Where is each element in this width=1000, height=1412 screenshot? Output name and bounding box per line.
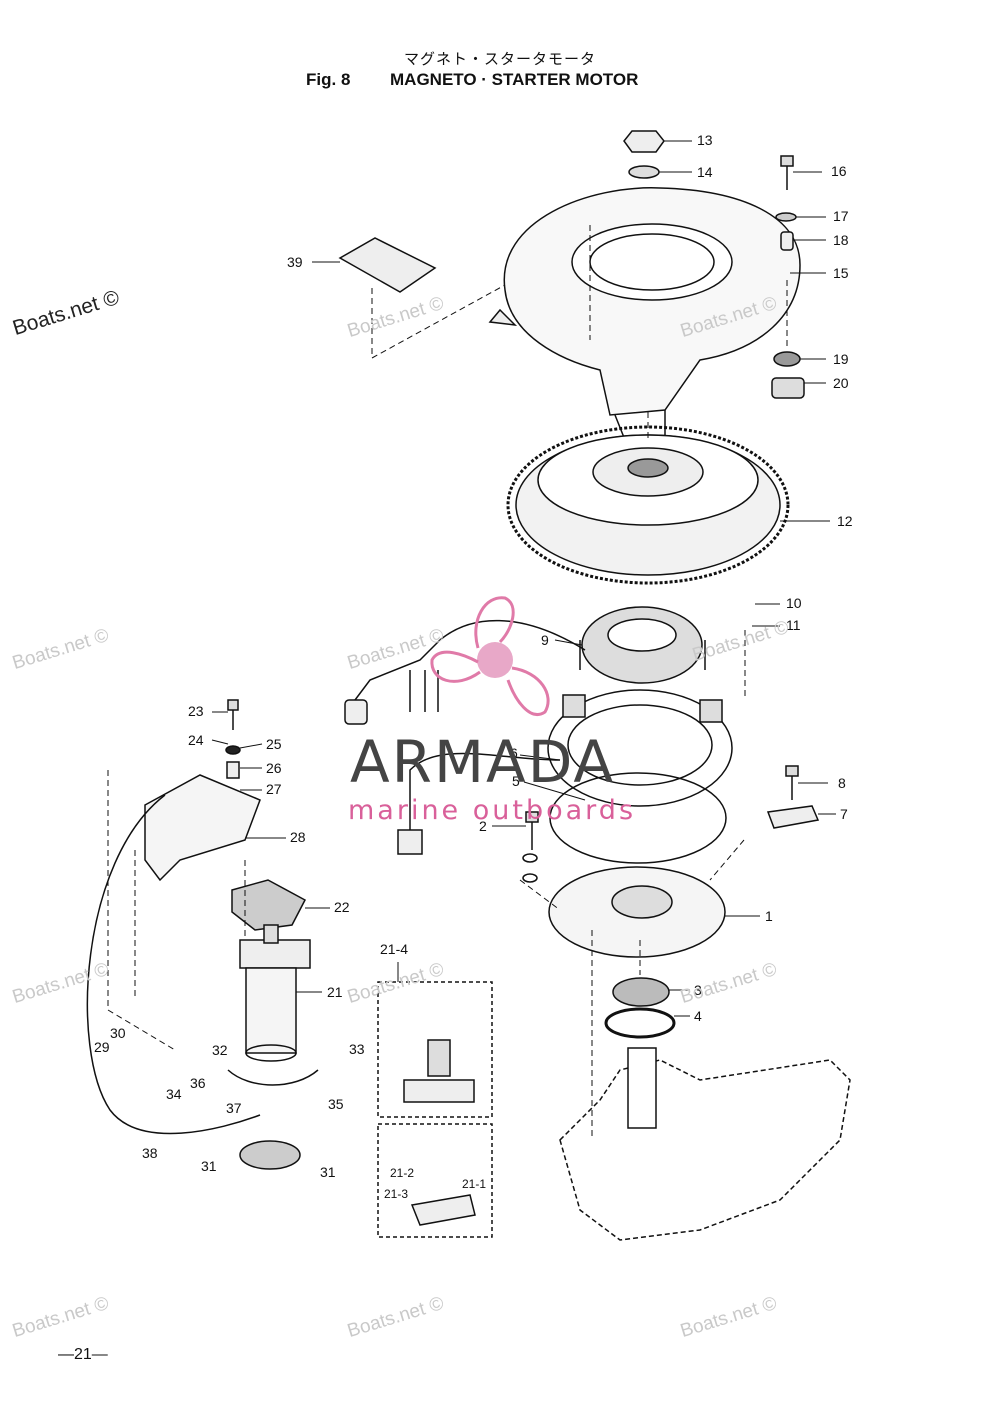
callout-8: 8 <box>838 775 846 791</box>
callout-36: 36 <box>190 1075 206 1091</box>
callout-15: 15 <box>833 265 849 281</box>
callout-2: 2 <box>479 818 487 834</box>
part-pulser-ring <box>547 689 733 807</box>
callout-29: 29 <box>94 1039 110 1055</box>
callout-20: 20 <box>833 375 849 391</box>
stator-wire-harness <box>354 619 586 701</box>
page-number: —21— <box>58 1346 108 1363</box>
callout-26: 26 <box>266 760 282 776</box>
callout-25: 25 <box>266 736 282 752</box>
detail-box-pinion <box>377 981 493 1118</box>
part-clamp-band <box>227 1069 319 1086</box>
callout-39: 39 <box>287 254 303 270</box>
callout-17: 17 <box>833 208 849 224</box>
callout-21: 21 <box>327 984 343 1000</box>
callout-12: 12 <box>837 513 853 529</box>
part-plate-ring <box>549 772 727 864</box>
callout-1: 1 <box>765 908 773 924</box>
callout-10: 10 <box>786 595 802 611</box>
callout-13: 13 <box>697 132 713 148</box>
callout-5: 5 <box>512 773 520 789</box>
callout-6: 6 <box>510 745 518 761</box>
callout-18: 18 <box>833 232 849 248</box>
part-spacer <box>771 377 805 399</box>
callout-28: 28 <box>290 829 306 845</box>
callout-4: 4 <box>694 1008 702 1024</box>
callout-33: 33 <box>349 1041 365 1057</box>
callout-31-right: 31 <box>320 1164 336 1180</box>
callout-7: 7 <box>840 806 848 822</box>
callout-21-1: 21-1 <box>462 1177 487 1191</box>
callout-37: 37 <box>226 1100 242 1116</box>
callout-9: 9 <box>541 632 549 648</box>
part-stator <box>579 606 706 684</box>
figure-title: MAGNETO · STARTER MOTOR <box>390 70 639 89</box>
callout-22: 22 <box>334 899 350 915</box>
callout-21-4: 21-4 <box>380 941 409 957</box>
part-label-sticker <box>338 237 437 293</box>
part-stopper-plate <box>766 805 820 829</box>
brand-name: ARMADA <box>350 728 616 796</box>
part-battery-cable <box>86 794 261 1135</box>
part-washer <box>628 165 660 179</box>
title-japanese: マグネト・スタータモータ <box>403 50 596 68</box>
figure-number: Fig. 8 <box>306 70 351 89</box>
detail-box-brush <box>377 1123 493 1238</box>
part-magneto-base <box>548 866 726 958</box>
part-o-ring <box>604 1007 676 1039</box>
callout-11: 11 <box>786 617 801 633</box>
part-washer-small <box>775 212 797 222</box>
part-ring-clamp <box>239 1140 301 1170</box>
part-oil-seal <box>612 977 670 1007</box>
part-flywheel <box>506 425 790 585</box>
brand-propeller-logo <box>430 596 550 716</box>
callout-38: 38 <box>142 1145 158 1161</box>
part-gasket <box>231 879 307 931</box>
callout-27: 27 <box>266 781 282 797</box>
part-starter-motor <box>239 924 311 1062</box>
engine-block-outline <box>559 1059 851 1241</box>
callout-14: 14 <box>697 164 713 180</box>
callout-16: 16 <box>831 163 847 179</box>
part-starter-bracket <box>144 774 261 882</box>
pulser-wire-harness <box>409 752 561 830</box>
callout-19: 19 <box>833 351 849 367</box>
brand-tagline: marine outboards <box>348 795 637 826</box>
callout-30: 30 <box>110 1025 126 1041</box>
part-nut <box>623 130 665 153</box>
callout-35: 35 <box>328 1096 344 1112</box>
part-collar <box>780 231 794 251</box>
part-grommet <box>773 351 801 367</box>
callout-21-3: 21-3 <box>384 1187 409 1201</box>
part-flywheel-cover <box>488 187 801 441</box>
part-bolt <box>780 155 794 167</box>
callout-21-2: 21-2 <box>390 1166 415 1180</box>
callout-24: 24 <box>188 732 204 748</box>
callout-31-left: 31 <box>201 1158 217 1174</box>
callout-3: 3 <box>694 982 702 998</box>
callout-23: 23 <box>188 703 204 719</box>
callout-34: 34 <box>166 1086 182 1102</box>
callout-32: 32 <box>212 1042 228 1058</box>
